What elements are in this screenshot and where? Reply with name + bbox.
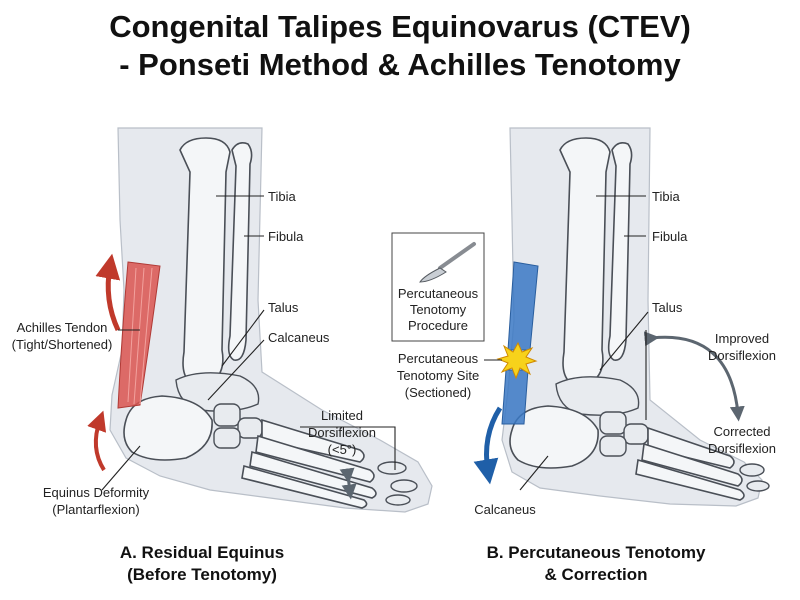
panel-b-caption-1: B. Percutaneous Tenotomy	[487, 543, 706, 562]
panel-a-limited-label-1: Limited	[321, 408, 363, 423]
panel-a-pull-arrow-icon	[95, 253, 121, 332]
panel-a-limited-arrow-icon	[339, 467, 357, 500]
panel-b-caption-2: & Correction	[545, 565, 648, 584]
panel-a-fibula	[227, 142, 253, 361]
panel-b-dorsiflexion-arc-icon	[643, 331, 745, 422]
panel-b-site-label-2: Tenotomy Site	[397, 368, 479, 383]
panel-b-site-label-3: (Sectioned)	[405, 385, 471, 400]
panel-b-release-arrow-icon	[473, 406, 503, 485]
panel-b-site-label-1: Percutaneous	[398, 351, 479, 366]
panel-b-procedure-label-1: Percutaneous	[398, 286, 479, 301]
panel-a-calcaneus-label: Calcaneus	[268, 330, 330, 345]
panel-b-improved-label-1: Improved	[715, 331, 769, 346]
panel-a-talus-label: Talus	[268, 300, 299, 315]
panel-b-tibia-label: Tibia	[652, 189, 680, 204]
panel-b: Tibia Fibula Talus Calcaneus Percutaneou…	[391, 127, 776, 584]
panel-b-procedure-box	[391, 232, 485, 342]
panel-a-tendon-fibers	[127, 267, 153, 405]
panel-a: Tibia Fibula Talus Calcaneus Achilles Te…	[12, 127, 433, 584]
panel-a-tibia	[179, 137, 231, 385]
panel-a-limited-label-3: (<5°)	[328, 442, 357, 457]
title-line-1: Congenital Talipes Equinovarus (CTEV)	[109, 9, 691, 44]
panel-b-fibula	[607, 142, 633, 361]
panel-a-calcaneus	[123, 395, 213, 461]
panel-b-tibia	[559, 137, 611, 385]
panel-b-scalpel-icon	[419, 242, 476, 283]
panel-a-fibula-label: Fibula	[268, 229, 304, 244]
panel-a-limited-label-2: Dorsiflexion	[308, 425, 376, 440]
panel-b-procedure-label-3: Procedure	[408, 318, 468, 333]
panel-b-starburst-icon	[496, 341, 538, 380]
panel-a-caption-2: (Before Tenotomy)	[127, 565, 277, 584]
panel-b-achilles-tendon-lower	[501, 369, 529, 425]
panel-a-plantarflexion-arrow-icon	[87, 410, 107, 472]
panel-a-caption-1: A. Residual Equinus	[120, 543, 284, 562]
panel-b-corrected-label-1: Corrected	[713, 424, 770, 439]
panel-a-achilles-label-2: (Tight/Shortened)	[12, 337, 113, 352]
panel-b-improved-label-2: Dorsiflexion	[708, 348, 776, 363]
panel-b-calcaneus-label: Calcaneus	[474, 502, 536, 517]
panel-b-foot-bones	[599, 411, 770, 501]
page-title: Congenital Talipes Equinovarus (CTEV) - …	[0, 8, 800, 84]
panel-a-tibia-label: Tibia	[268, 189, 296, 204]
panel-b-fibula-label: Fibula	[652, 229, 688, 244]
panel-a-equinus-label-1: Equinus Deformity	[43, 485, 150, 500]
panel-b-corrected-label-2: Dorsiflexion	[708, 441, 776, 456]
title-line-2: - Ponseti Method & Achilles Tenotomy	[119, 47, 681, 82]
panel-b-talus-label: Talus	[652, 300, 683, 315]
panel-a-equinus-label-2: (Plantarflexion)	[52, 502, 139, 517]
panel-b-procedure-label-2: Tenotomy	[410, 302, 467, 317]
panel-a-achilles-label-1: Achilles Tendon	[17, 320, 108, 335]
panel-b-calcaneus	[509, 405, 599, 469]
panel-a-foot-bones	[213, 403, 418, 509]
